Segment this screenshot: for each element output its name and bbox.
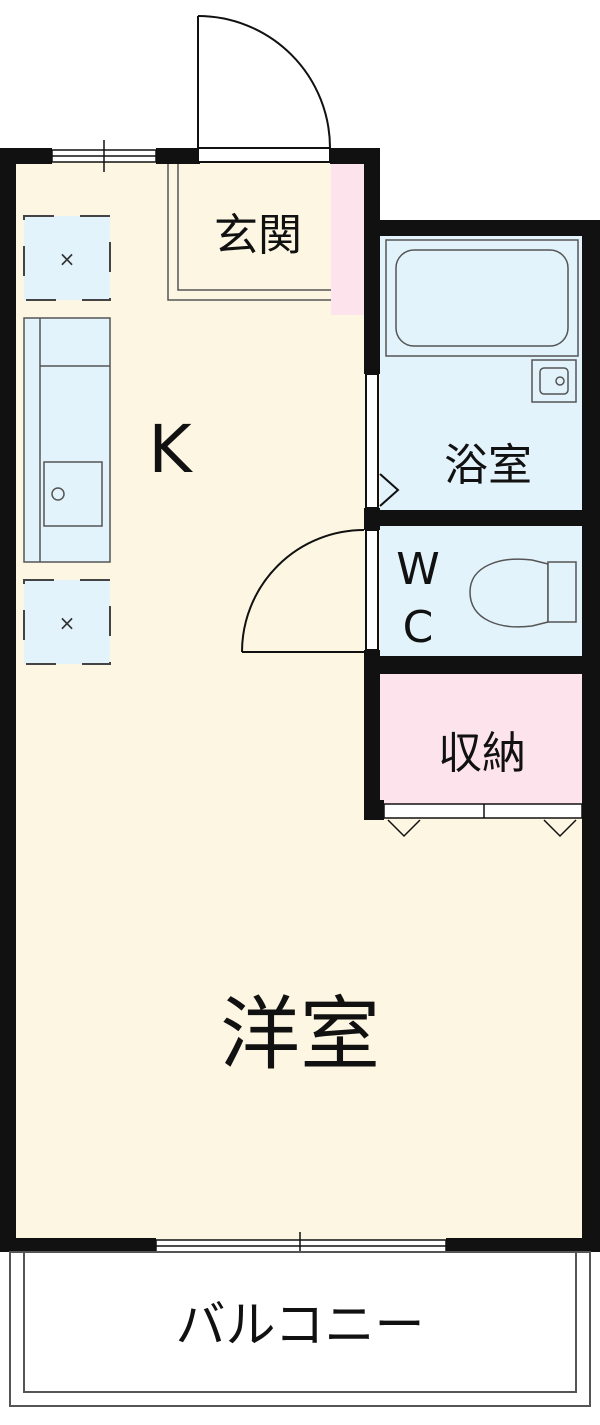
toilet-icon <box>469 558 577 628</box>
bath-floor <box>380 232 584 516</box>
balcony-outline <box>9 1251 591 1407</box>
kitchen-door <box>241 529 365 653</box>
entrance-pink-strip <box>331 163 365 315</box>
bath-door <box>365 373 400 509</box>
storage-floor <box>380 672 584 804</box>
bath-faucet-icon <box>531 359 577 403</box>
balcony-label: バルコニー <box>176 1296 425 1354</box>
wc-label-w: W <box>396 544 440 595</box>
top-window <box>51 140 157 172</box>
entrance-door <box>197 15 331 163</box>
svg-text:×: × <box>59 611 76 635</box>
western-room-label: 洋室 <box>220 988 380 1081</box>
wc-door <box>365 529 379 651</box>
interior-walls <box>364 232 600 820</box>
kitchen-counter-detail <box>39 318 110 562</box>
storage-doors <box>383 803 583 838</box>
bathtub-icon <box>385 239 579 357</box>
bath-label: 浴室 <box>444 440 532 491</box>
sink-icon <box>43 461 103 527</box>
storage-label: 収納 <box>438 728 526 779</box>
exterior-white-notch <box>374 150 600 220</box>
exterior-walls <box>0 148 600 1252</box>
svg-text:×: × <box>59 247 76 271</box>
kitchen-label: K <box>148 411 193 488</box>
entrance-label: 玄関 <box>214 210 302 261</box>
wc-label-c: C <box>403 602 434 653</box>
ventilation-fan-icon: × <box>23 215 111 301</box>
ventilation-fan-icon: × <box>23 579 111 665</box>
entrance-step <box>167 164 331 301</box>
